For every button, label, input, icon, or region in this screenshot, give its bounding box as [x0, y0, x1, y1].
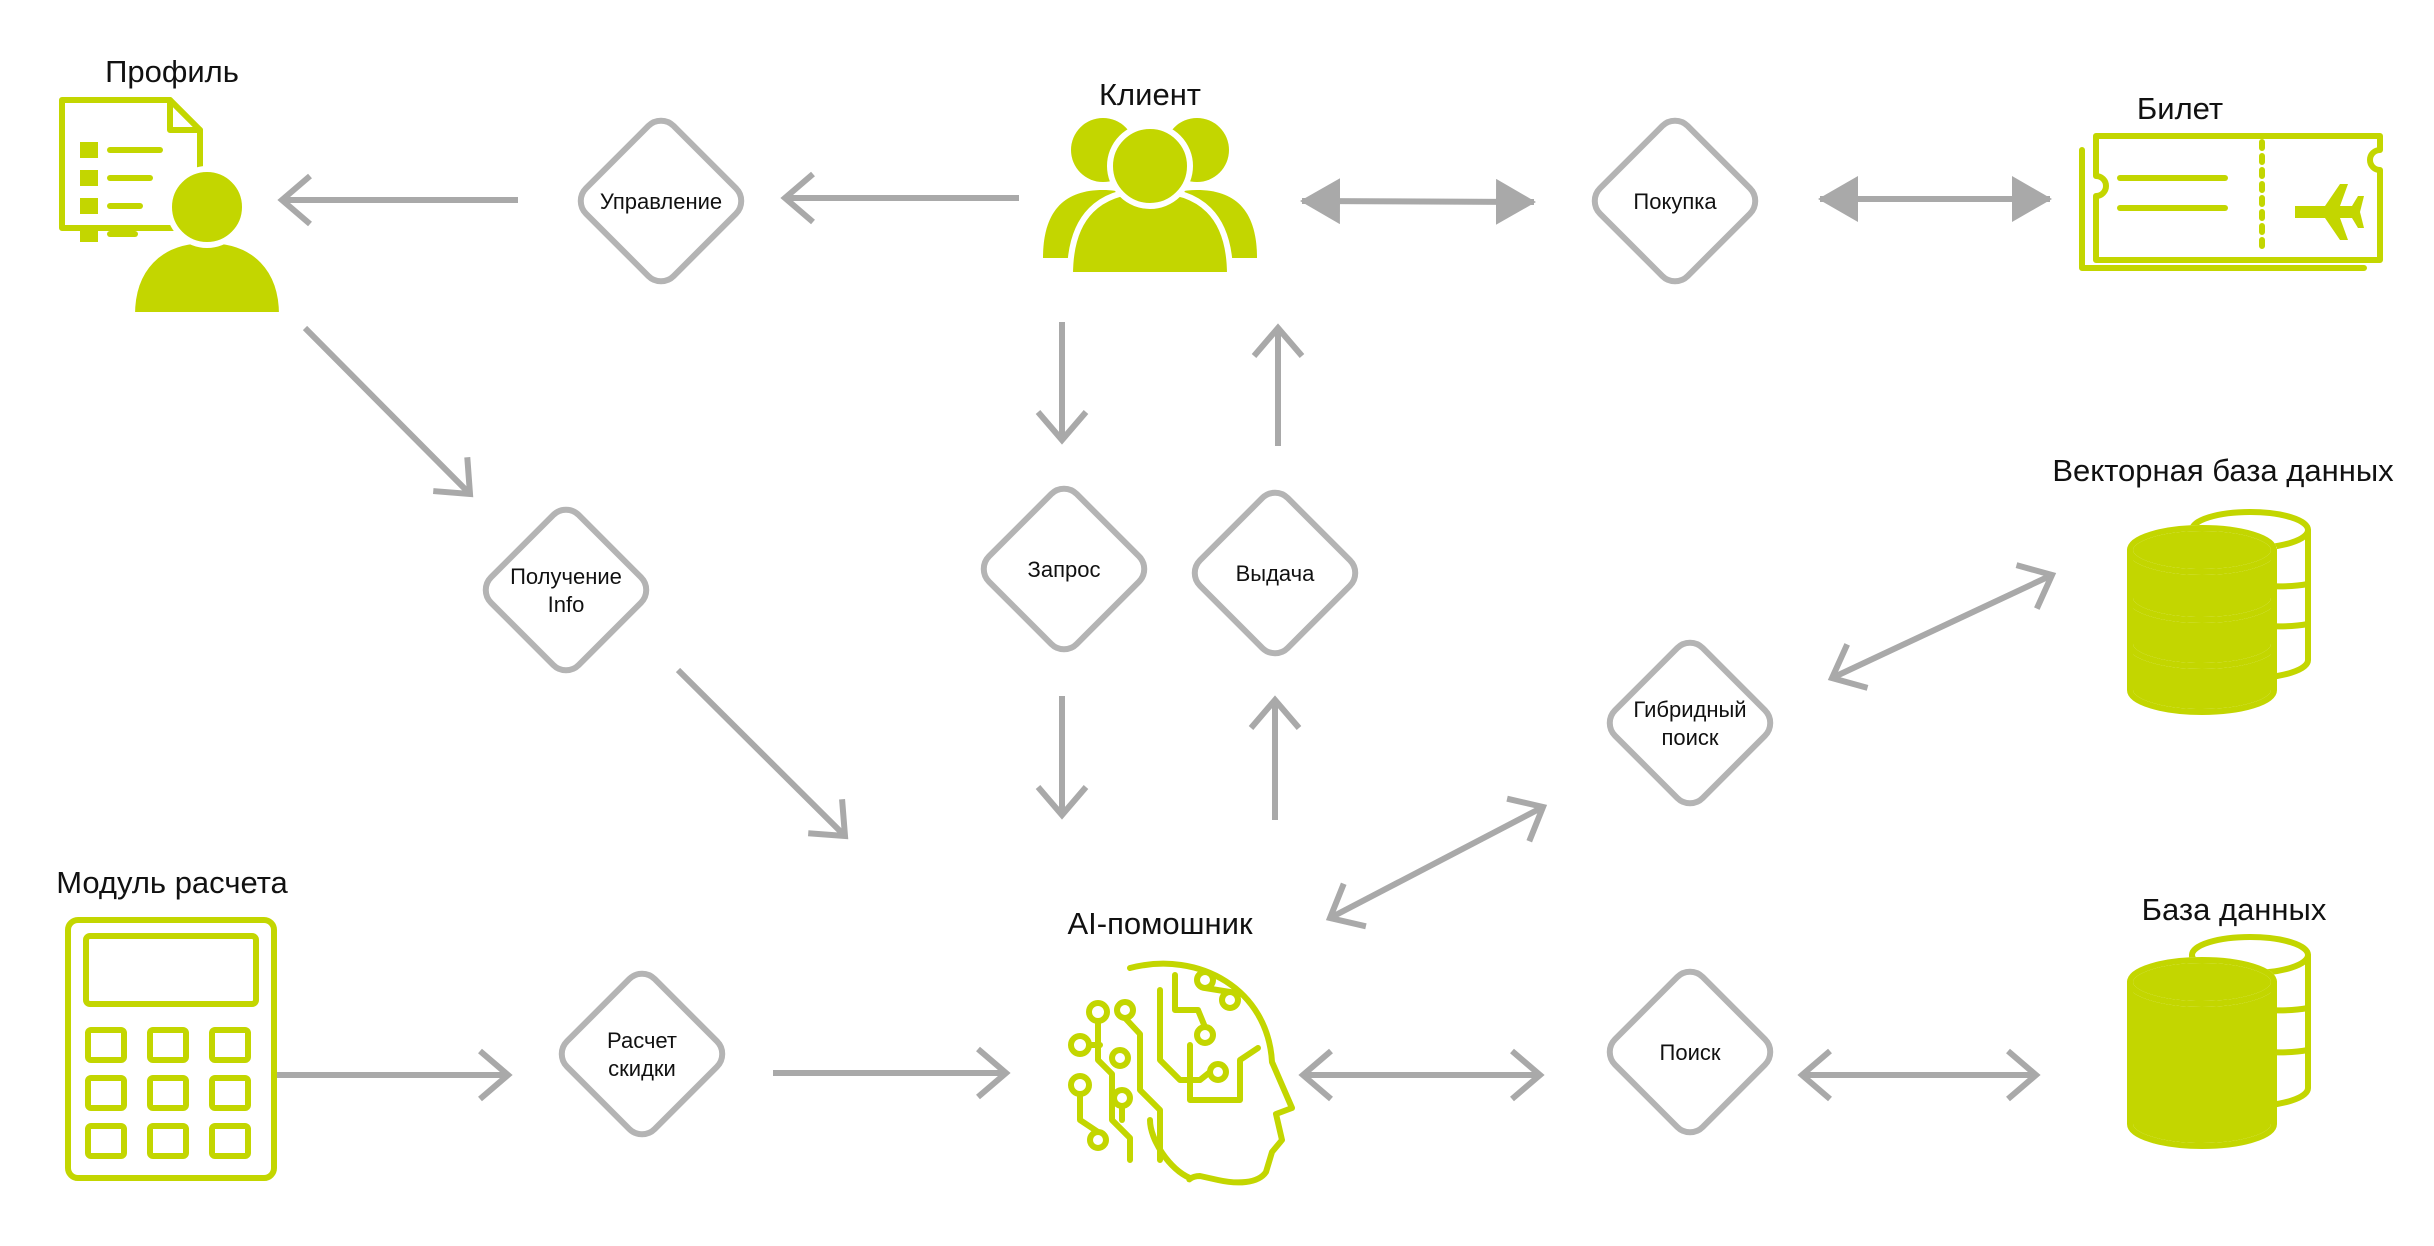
vector-db-title: Векторная база данных — [2052, 453, 2394, 488]
calc-module-title: Модуль расчета — [56, 865, 288, 900]
ai-assistant-title: AI-помошник — [1067, 906, 1252, 941]
ai-head-circuit-icon — [1068, 960, 1295, 1186]
arrow-profile-to-getinfo — [302, 325, 474, 498]
decision-manage-label: Управление — [600, 189, 722, 214]
plane-ticket-icon — [2079, 133, 2383, 271]
connectors — [276, 171, 2057, 1102]
decision-purchase: Покупка — [1591, 117, 1759, 285]
profile-document-icon — [59, 97, 286, 318]
decision-get-info-label-1: Получение — [510, 564, 622, 589]
decision-search-label: Поиск — [1660, 1040, 1721, 1065]
decision-get-info: Получение Info — [482, 506, 650, 674]
database-stack-icon — [2127, 509, 2311, 715]
decision-request: Запрос — [980, 485, 1148, 653]
arrow-getinfo-to-ai — [675, 667, 849, 840]
decision-purchase-label: Покупка — [1633, 189, 1717, 214]
ticket-title: Билет — [2137, 91, 2223, 126]
arrow-hybrid-vector — [1827, 562, 2057, 691]
database-title: База данных — [2142, 892, 2327, 927]
people-group-icon — [1043, 118, 1257, 278]
decision-manage: Управление — [577, 117, 745, 285]
arrow-client-purchase — [1300, 178, 1536, 225]
decision-hybrid-search: Гибридный поиск — [1606, 639, 1774, 807]
decision-get-info-label-2: Info — [548, 592, 585, 617]
arrow-ai-hybrid — [1325, 795, 1548, 930]
client-title: Клиент — [1099, 77, 1201, 112]
decision-discount: Расчет скидки — [558, 970, 726, 1138]
decision-hybrid-search-label-1: Гибридный — [1633, 697, 1746, 722]
decision-output: Выдача — [1191, 489, 1359, 657]
decision-search: Поиск — [1606, 968, 1774, 1136]
profile-title: Профиль — [105, 54, 239, 89]
database-stack-icon — [2127, 934, 2311, 1149]
decision-output-label: Выдача — [1236, 561, 1316, 586]
calculator-icon — [65, 917, 277, 1181]
decision-hybrid-search-label-2: поиск — [1661, 725, 1718, 750]
decision-discount-label-1: Расчет — [607, 1028, 677, 1053]
decision-discount-label-2: скидки — [608, 1056, 676, 1081]
decision-request-label: Запрос — [1028, 557, 1101, 582]
